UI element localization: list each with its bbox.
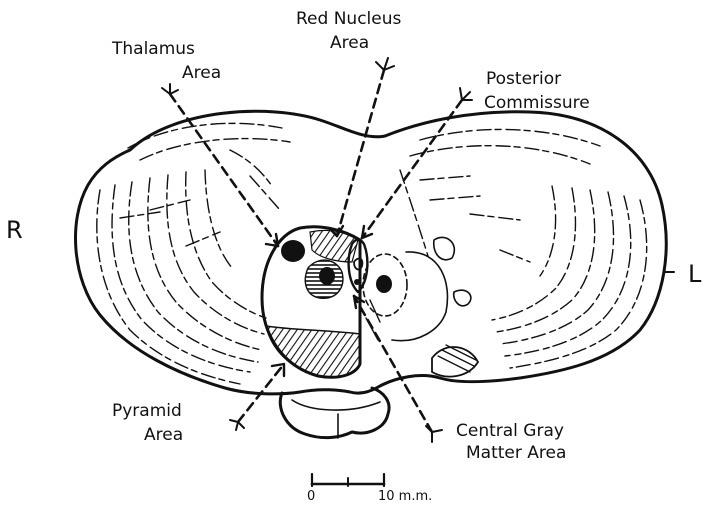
pyramid-label-line1: Pyramid: [112, 401, 182, 421]
scale-start-label: 0: [307, 489, 315, 504]
posterior-commissure-label-line2: Commissure: [484, 93, 590, 113]
scale-end-label: 10 m.m.: [378, 489, 432, 504]
red-nucleus-pointer: [337, 70, 384, 236]
red-nucleus-label-line2: Area: [330, 33, 369, 53]
right-lobe-gyri: [400, 129, 647, 368]
brain-outline: [76, 111, 667, 438]
thalamus-label-line2: Area: [182, 63, 221, 83]
thalamus-label-line1: Thalamus: [111, 39, 195, 59]
central-gray-label: Central Gray Matter Area: [456, 421, 569, 463]
posterior-commissure-pointer: [362, 100, 462, 238]
posterior-commissure-label: Posterior Commissure: [484, 69, 590, 113]
central-region: [262, 227, 471, 378]
left-lobe-gyri: [97, 123, 290, 384]
dark-spot-center: [319, 267, 335, 285]
red-nucleus-label: Red Nucleus Area: [296, 9, 407, 53]
central-gray-label-line2: Matter Area: [466, 443, 566, 463]
red-nucleus-label-line1: Red Nucleus: [296, 9, 401, 29]
posterior-commissure-label-line1: Posterior: [486, 69, 561, 89]
thalamus-label: Thalamus Area: [111, 39, 221, 83]
central-gray-label-line1: Central Gray: [456, 421, 564, 441]
dark-spot-left: [281, 240, 305, 262]
thalamus-pointer: [170, 94, 278, 246]
central-gray-pointer: [354, 296, 432, 432]
scale-bar: 0 10 m.m.: [307, 474, 432, 504]
pyramid-label: Pyramid Area: [112, 401, 187, 445]
left-side-label: L: [688, 260, 702, 288]
pyramid-label-line2: Area: [144, 425, 183, 445]
right-side-label: R: [6, 216, 23, 244]
